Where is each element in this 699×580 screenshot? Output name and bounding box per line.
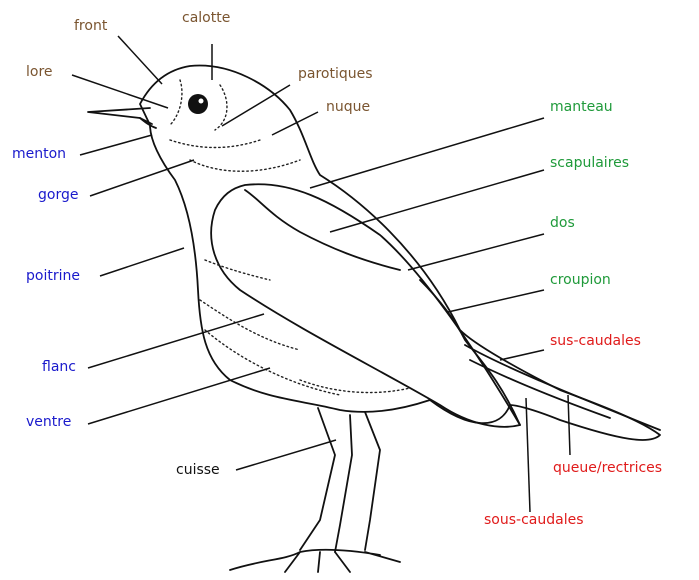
label-parotiques: parotiques (298, 66, 373, 82)
label-croupion: croupion (550, 272, 611, 288)
leader-scapulaires (330, 170, 544, 232)
leader-manteau (310, 118, 544, 188)
label-queue-rectrices: queue/rectrices (553, 460, 662, 476)
leader-menton (80, 135, 152, 155)
label-dos: dos (550, 215, 575, 231)
label-calotte: calotte (182, 10, 230, 26)
leader-parotiques (222, 85, 290, 126)
leader-cuisse (236, 440, 336, 470)
leader-ventre (88, 368, 270, 424)
leader-gorge (90, 160, 194, 196)
leader-nuque (272, 112, 318, 135)
leader-flanc (88, 314, 264, 368)
label-menton: menton (12, 146, 66, 162)
label-scapulaires: scapulaires (550, 155, 629, 171)
label-lore: lore (26, 64, 53, 80)
label-sous-caudales: sous-caudales (484, 512, 584, 528)
leader-front (118, 36, 162, 84)
leader-croupion (448, 290, 544, 312)
leader-poitrine (100, 248, 184, 276)
leader-queue (568, 395, 570, 455)
label-front: front (74, 18, 107, 34)
label-flanc: flanc (42, 359, 76, 375)
label-poitrine: poitrine (26, 268, 80, 284)
leader-sus-caudales (500, 350, 544, 360)
leader-lore (72, 75, 168, 108)
label-gorge: gorge (38, 187, 78, 203)
label-manteau: manteau (550, 99, 613, 115)
label-sus-caudales: sus-caudales (550, 333, 641, 349)
leader-sous-caudales (526, 398, 530, 512)
label-cuisse: cuisse (176, 462, 220, 478)
label-nuque: nuque (326, 99, 370, 115)
label-ventre: ventre (26, 414, 71, 430)
leader-dos (408, 234, 544, 270)
